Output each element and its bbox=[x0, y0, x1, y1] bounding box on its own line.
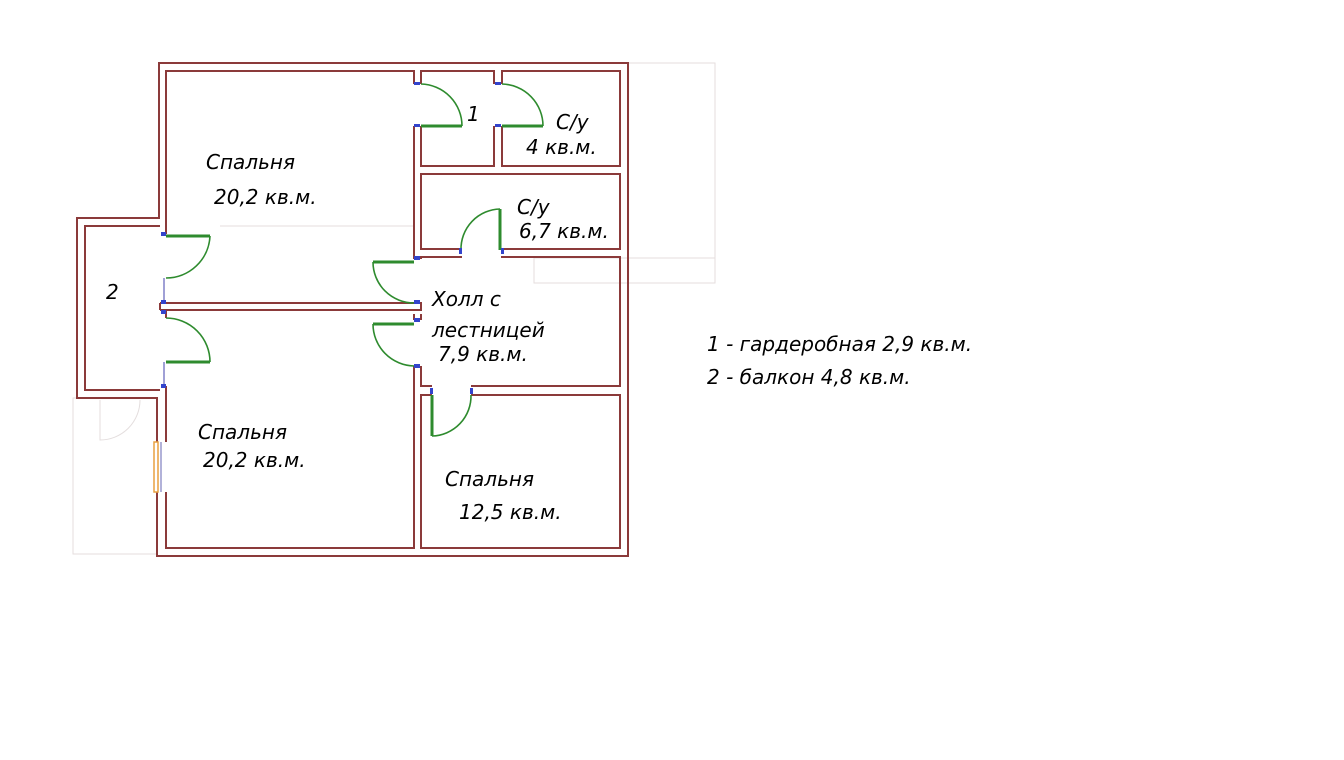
legend-item-wardrobe: 1 - гардеробная 2,9 кв.м. bbox=[707, 332, 972, 356]
bedroom-small-area: 12,5 кв.м. bbox=[459, 500, 562, 524]
wc-large-name: С/у bbox=[517, 195, 551, 219]
door-hall-corridor[interactable] bbox=[372, 260, 415, 304]
background-lines bbox=[72, 62, 716, 555]
bedroom-small-wall bbox=[420, 394, 621, 549]
door-wc-large[interactable] bbox=[460, 208, 502, 251]
door-wc-small[interactable] bbox=[501, 83, 544, 128]
bedroom-bottom-area: 20,2 кв.м. bbox=[203, 448, 306, 472]
wardrobe-label: 1 bbox=[467, 102, 480, 126]
hall-name-line1: Холл с bbox=[431, 287, 501, 311]
bedroom-bottom-wall bbox=[165, 309, 415, 549]
door-jambs bbox=[161, 82, 504, 394]
wc-large-wall bbox=[420, 173, 621, 250]
window-bedroom-bottom bbox=[153, 441, 162, 493]
bedroom-top-wall bbox=[165, 70, 415, 304]
wc-large-area: 6,7 кв.м. bbox=[519, 219, 609, 243]
outer-wall bbox=[76, 62, 629, 557]
bedroom-small-name: Спальня bbox=[445, 467, 534, 491]
legend-item-balcony: 2 - балкон 4,8 кв.м. bbox=[707, 365, 911, 389]
bedroom-bottom-name: Спальня bbox=[198, 420, 287, 444]
wc-small-area: 4 кв.м. bbox=[526, 135, 597, 159]
door-balcony-top[interactable] bbox=[163, 234, 211, 302]
wc-small-name: С/у bbox=[556, 110, 590, 134]
hall-area: 7,9 кв.м. bbox=[438, 342, 528, 366]
balcony-wall bbox=[84, 225, 160, 391]
balcony-label: 2 bbox=[106, 280, 119, 304]
bedroom-top-name: Спальня bbox=[206, 150, 295, 174]
door-hall-bedroom[interactable] bbox=[372, 322, 415, 367]
door-balcony-bottom[interactable] bbox=[163, 317, 211, 386]
door-bedroom-small[interactable] bbox=[430, 394, 472, 437]
door-wardrobe[interactable] bbox=[420, 83, 463, 128]
bedroom-top-area: 20,2 кв.м. bbox=[214, 185, 317, 209]
hall-name-line2: лестницей bbox=[431, 318, 545, 342]
